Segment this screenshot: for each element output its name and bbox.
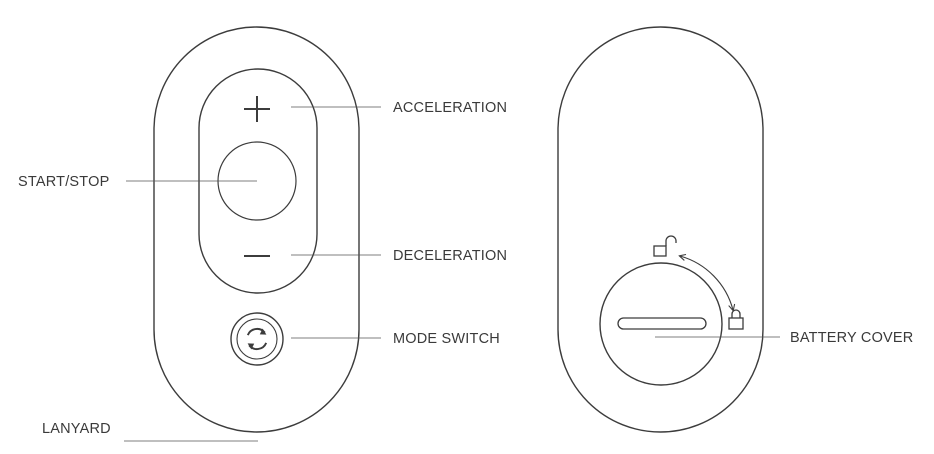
acceleration-button[interactable] [244, 96, 270, 122]
remote-front-view [153, 26, 360, 433]
leader-lines [124, 106, 780, 442]
mode-switch-button[interactable] [230, 312, 284, 366]
remote-back-body [557, 26, 764, 433]
locked-padlock-icon [728, 309, 744, 330]
cycle-arrows-icon [246, 328, 268, 350]
unlocked-padlock-icon [653, 235, 677, 257]
deceleration-label: DECELERATION [393, 248, 507, 264]
battery-cover-label: BATTERY COVER [790, 330, 913, 346]
rotation-arrow-icon [680, 256, 733, 310]
mode-switch-label: MODE SWITCH [393, 331, 500, 347]
acceleration-label: ACCELERATION [393, 100, 507, 116]
battery-cover[interactable] [599, 262, 723, 386]
battery-cover-slot [617, 317, 707, 330]
remote-back-view [557, 26, 764, 433]
remote-front-body [153, 26, 360, 433]
start-stop-label: START/STOP [18, 174, 109, 190]
plus-icon [244, 96, 270, 122]
callout-labels: ACCELERATION START/STOP DECELERATION MOD… [18, 100, 913, 437]
lanyard-label: LANYARD [42, 421, 111, 437]
